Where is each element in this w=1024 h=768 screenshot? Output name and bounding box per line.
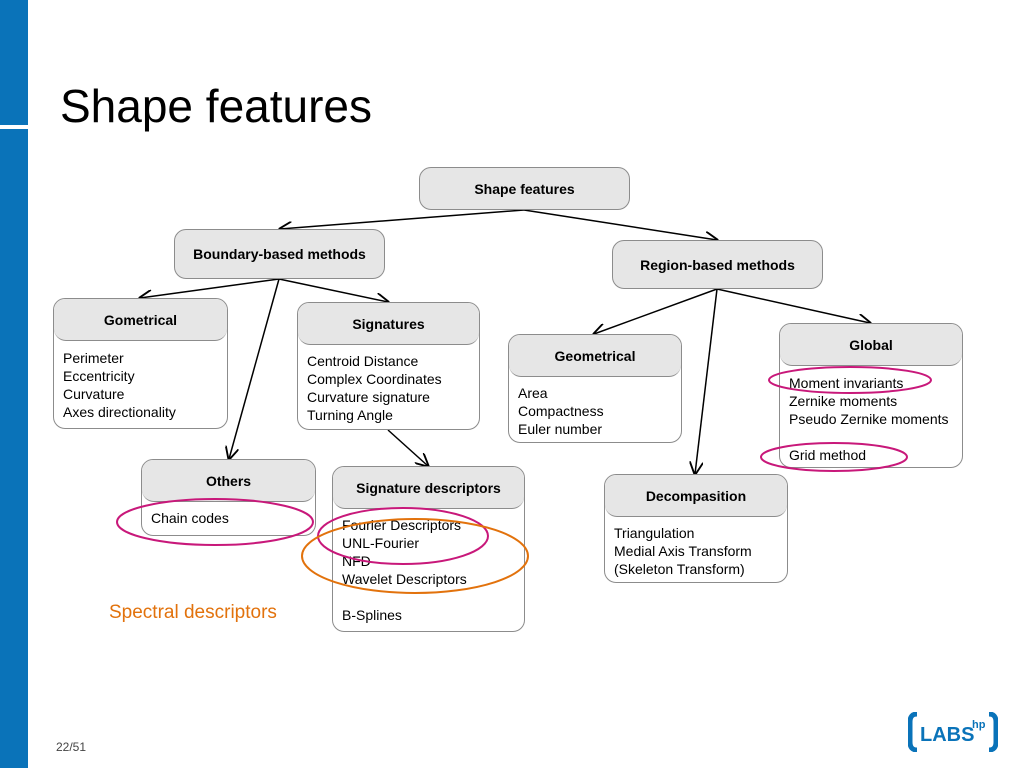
node-label: Shape features <box>474 180 575 197</box>
node-shape-features: Shape features <box>419 167 630 210</box>
highlight-moment-invariants <box>768 366 932 394</box>
edge-boundary-others <box>229 278 280 459</box>
page-number: 22/51 <box>56 740 87 754</box>
node-header: Signature descriptors <box>333 467 524 509</box>
node-item: Turning Angle <box>307 407 393 423</box>
node-header: Gometrical <box>54 299 227 341</box>
node-item: (Skeleton Transform) <box>614 561 745 577</box>
node-header: Geometrical <box>509 335 681 377</box>
node-item: Triangulation <box>614 525 695 541</box>
node-item: Moment invariants <box>789 375 904 391</box>
node-global: Global Moment invariants Zernike moments… <box>779 323 963 468</box>
node-item: Area <box>518 385 548 401</box>
slide-title: Shape features <box>60 80 373 132</box>
spectral-descriptors-annotation: Spectral descriptors <box>109 602 277 623</box>
edge-region-decomp <box>695 288 718 474</box>
edge-boundary-gometrical <box>140 278 280 298</box>
node-header: Decompasition <box>605 475 787 517</box>
node-region-based-methods: Region-based methods <box>612 240 823 289</box>
node-item: Pseudo Zernike moments <box>789 411 949 427</box>
node-item: UNL-Fourier <box>342 535 420 551</box>
node-item: Centroid Distance <box>307 353 419 369</box>
highlight-spectral-descriptors <box>301 518 529 594</box>
node-geometrical: Geometrical Area Compactness Euler numbe… <box>508 334 682 443</box>
node-item: Euler number <box>518 421 603 437</box>
node-signature-descriptors: Signature descriptors Fourier Descriptor… <box>332 466 525 632</box>
hp-labs-logo: LABS hp <box>907 711 999 753</box>
node-label: Region-based methods <box>640 256 795 273</box>
node-others: Others Chain codes <box>141 459 316 536</box>
node-item: Perimeter <box>63 350 124 366</box>
node-header: Global <box>780 324 962 366</box>
node-item: Chain codes <box>151 510 229 526</box>
edge-region-geometrical <box>594 288 718 334</box>
node-signatures: Signatures Centroid Distance Complex Coo… <box>297 302 480 430</box>
edge-boundary-signatures <box>278 278 388 302</box>
node-item: Medial Axis Transform <box>614 543 752 559</box>
highlight-grid-method <box>760 442 908 472</box>
logo-text: LABS <box>920 724 974 746</box>
node-header: Others <box>142 460 315 502</box>
node-header: Signatures <box>298 303 479 345</box>
node-item: Complex Coordinates <box>307 371 442 387</box>
node-item: B-Splines <box>342 607 402 623</box>
node-gometrical: Gometrical Perimeter Eccentricity Curvat… <box>53 298 228 429</box>
edge-root-boundary <box>280 209 525 229</box>
edge-root-region <box>523 209 717 240</box>
node-decompasition: Decompasition Triangulation Medial Axis … <box>604 474 788 583</box>
highlight-fourier-unl <box>317 507 489 565</box>
edge-signatures-sigdesc <box>387 429 428 466</box>
node-item: Axes directionality <box>63 404 176 420</box>
node-item: Eccentricity <box>63 368 135 384</box>
node-label: Boundary-based methods <box>193 246 366 262</box>
left-bar-divider <box>0 125 28 129</box>
highlight-chain-codes <box>116 498 314 546</box>
node-item: Wavelet Descriptors <box>342 571 467 587</box>
edge-region-global <box>716 288 870 323</box>
node-item: Compactness <box>518 403 604 419</box>
node-item: Zernike moments <box>789 393 898 409</box>
node-item: Curvature <box>63 386 125 402</box>
node-item: Grid method <box>789 447 867 463</box>
node-item: Curvature signature <box>307 389 430 405</box>
node-boundary-based-methods: Boundary-based methods <box>174 229 385 279</box>
logo-superscript: hp <box>972 719 986 731</box>
